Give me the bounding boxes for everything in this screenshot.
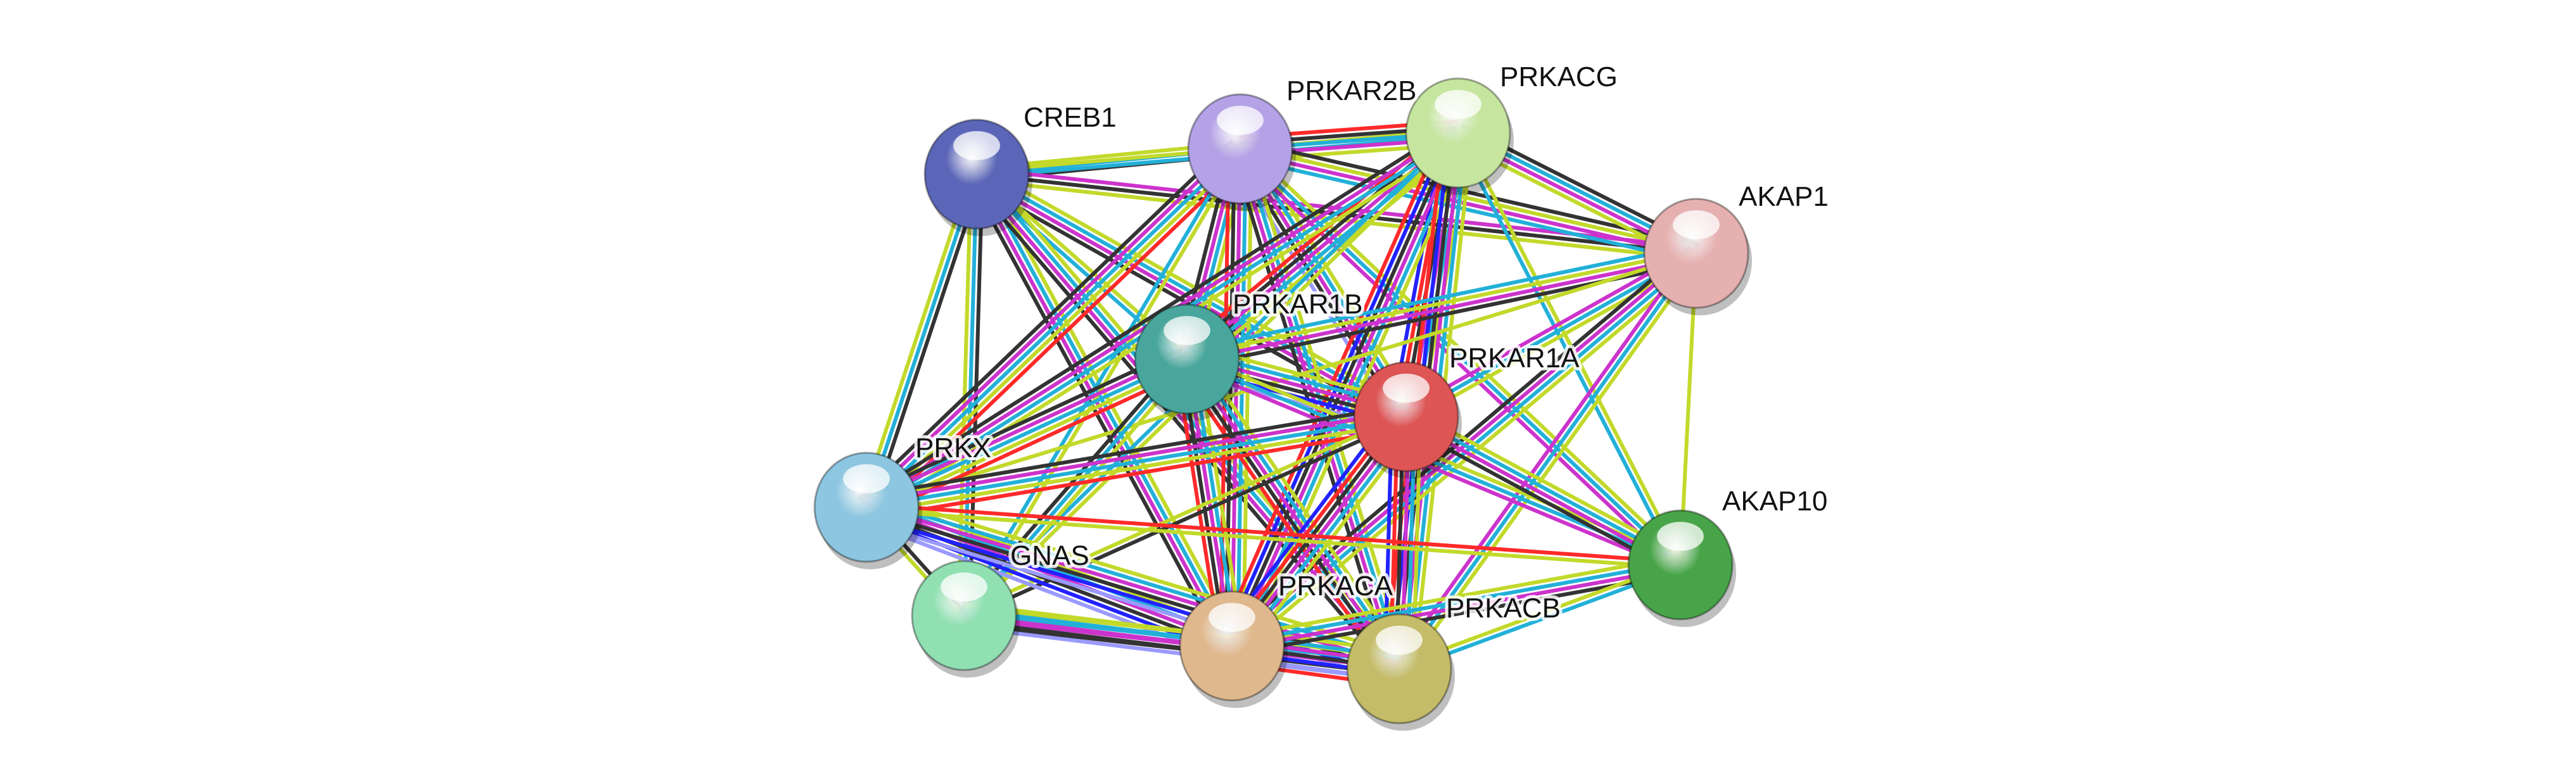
node-label-akap10[interactable]: AKAP10 <box>1719 483 1830 520</box>
edge-evidence-line <box>1186 248 1696 358</box>
edge-evidence-line <box>861 143 1238 505</box>
node-highlight <box>1673 210 1720 239</box>
edge-evidence-line <box>859 172 974 507</box>
edge-evidence-line <box>1230 554 1680 640</box>
node-akap10[interactable] <box>1627 509 1736 627</box>
edge-evidence-line <box>968 178 1395 676</box>
node-highlight <box>843 464 890 493</box>
node-sphere[interactable] <box>1179 590 1285 702</box>
node-label-akap1[interactable]: AKAP1 <box>1735 178 1832 215</box>
node-prkaca[interactable] <box>1179 590 1288 708</box>
nodes-layer <box>813 77 1752 731</box>
node-gnas[interactable] <box>911 560 1020 678</box>
node-label-prkaca[interactable]: PRKACA <box>1275 567 1397 605</box>
edge-evidence-line <box>865 147 1242 509</box>
node-sphere[interactable] <box>1353 361 1459 472</box>
node-sphere[interactable] <box>813 452 920 563</box>
edge-evidence-line <box>865 357 1188 509</box>
edge-evidence-line <box>1231 560 1680 645</box>
edge-evidence-line <box>864 403 1405 498</box>
edge-prkar1b-prkx[interactable] <box>861 346 1193 520</box>
node-sphere[interactable] <box>1346 613 1452 724</box>
edge-evidence-line <box>865 174 979 508</box>
node-label-gnas[interactable]: GNAS <box>1007 537 1093 574</box>
edge-evidence-line <box>1240 144 1697 253</box>
node-label-prkacb[interactable]: PRKACB <box>1443 590 1564 627</box>
edge-evidence-line <box>873 155 1250 517</box>
edge-prkaca-akap10[interactable] <box>1230 554 1682 657</box>
edge-evidence-line <box>1176 364 1392 676</box>
node-sphere[interactable] <box>1405 77 1511 189</box>
edge-evidence-line <box>866 508 1680 570</box>
node-prkx[interactable] <box>813 452 922 569</box>
node-prkar1b[interactable] <box>1134 303 1243 421</box>
edge-evidence-line <box>1229 250 1696 645</box>
node-highlight <box>953 130 1000 160</box>
node-highlight <box>1209 602 1255 632</box>
node-highlight <box>941 572 987 602</box>
node-sphere[interactable] <box>1627 509 1734 621</box>
node-creb1[interactable] <box>923 118 1032 236</box>
edge-evidence-line <box>861 346 1183 499</box>
node-akap1[interactable] <box>1643 198 1752 315</box>
node-label-creb1[interactable]: CREB1 <box>1020 99 1120 136</box>
edge-evidence-line <box>1402 246 1695 414</box>
edge-evidence-line <box>1239 149 1696 258</box>
node-label-prkacg[interactable]: PRKACG <box>1497 58 1621 96</box>
edge-evidence-line <box>1222 129 1452 643</box>
node-prkacg[interactable] <box>1405 77 1514 195</box>
edge-evidence-line <box>1228 130 1457 646</box>
edge-evidence-line <box>870 175 984 510</box>
edge-evidence-line <box>1238 155 1695 264</box>
edge-evidence-line <box>1187 254 1697 364</box>
node-highlight <box>1435 89 1482 119</box>
edge-evidence-line <box>857 139 1234 501</box>
node-highlight <box>1383 373 1430 403</box>
edge-evidence-line <box>1235 149 1248 647</box>
edge-evidence-line <box>868 426 1409 521</box>
node-sphere[interactable] <box>923 118 1030 230</box>
edge-evidence-line <box>866 420 1407 515</box>
edge-prkar2b-prkx[interactable] <box>857 139 1250 517</box>
node-prkacb[interactable] <box>1346 613 1455 731</box>
node-highlight <box>1217 105 1264 135</box>
edge-prkx-akap10[interactable] <box>866 502 1681 570</box>
edge-evidence-line <box>1233 571 1682 657</box>
edge-evidence-line <box>869 151 1246 513</box>
edge-evidence-line <box>1241 149 1253 647</box>
node-label-prkx[interactable]: PRKX <box>912 429 994 467</box>
node-prkar1a[interactable] <box>1353 361 1462 479</box>
edge-evidence-line <box>865 409 1406 504</box>
edge-evidence-line <box>1184 243 1695 353</box>
edge-evidence-line <box>1238 147 1682 567</box>
edge-evidence-line <box>1184 362 1679 572</box>
edge-evidence-line <box>1230 148 1242 647</box>
node-highlight <box>1164 315 1210 345</box>
edge-evidence-line <box>964 417 1409 620</box>
node-label-prkar2b[interactable]: PRKAR2B <box>1283 72 1419 110</box>
node-highlight <box>1376 625 1423 655</box>
edge-evidence-line <box>866 415 1407 509</box>
node-prkar2b[interactable] <box>1187 93 1296 211</box>
edge-evidence-line <box>866 502 1681 564</box>
edge-evidence-line <box>1185 358 1401 670</box>
node-sphere[interactable] <box>1134 303 1240 415</box>
node-sphere[interactable] <box>1643 198 1749 309</box>
node-highlight <box>1657 521 1704 551</box>
node-sphere[interactable] <box>911 560 1017 671</box>
node-label-prkar1b[interactable]: PRKAR1B <box>1229 286 1366 323</box>
edge-prkar1a-prkx[interactable] <box>864 403 1409 521</box>
edge-evidence-line <box>863 352 1186 504</box>
edge-creb1-prkx[interactable] <box>859 172 984 510</box>
edge-evidence-line <box>1232 566 1682 651</box>
node-sphere[interactable] <box>1187 93 1293 205</box>
node-label-prkar1a[interactable]: PRKAR1A <box>1446 339 1583 377</box>
edge-evidence-line <box>1407 256 1700 424</box>
edge-evidence-line <box>1393 249 1694 667</box>
edge-evidence-line <box>861 124 1455 502</box>
